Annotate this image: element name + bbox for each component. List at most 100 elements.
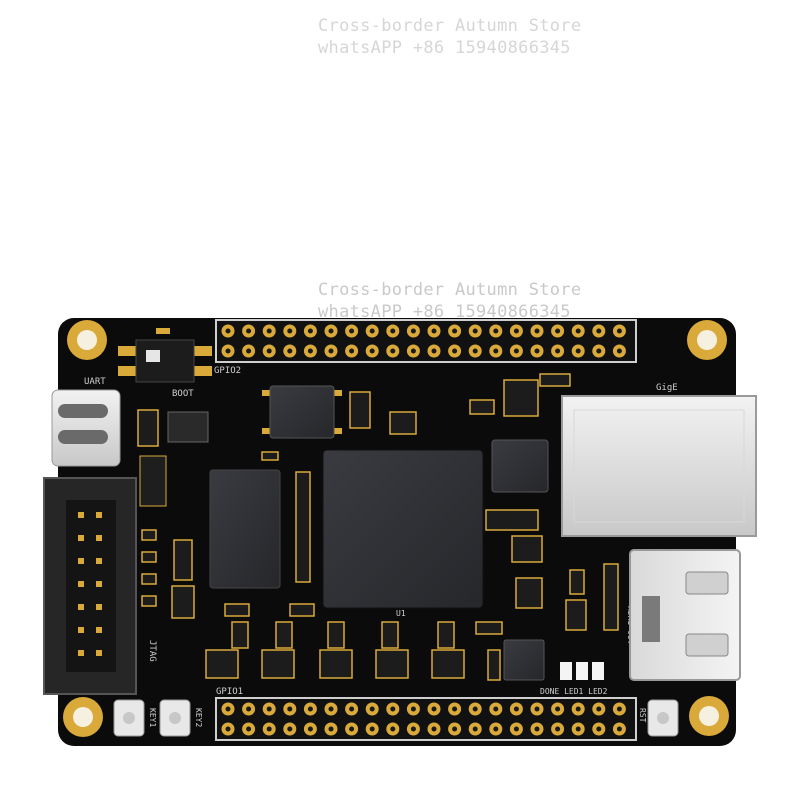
watermark-middle: Cross-border Autumn Store whatsAPP +86 1… bbox=[318, 279, 581, 323]
mounting-holes bbox=[63, 320, 729, 737]
pin-hole bbox=[534, 706, 540, 712]
pin-hole bbox=[328, 348, 334, 354]
rst-button[interactable] bbox=[647, 699, 679, 737]
pin-hole bbox=[431, 348, 437, 354]
pin-hole bbox=[431, 706, 437, 712]
boot-switch[interactable] bbox=[118, 328, 212, 383]
smd-component bbox=[431, 649, 465, 679]
label-rst: RST bbox=[638, 708, 647, 723]
pin-hole bbox=[307, 726, 313, 732]
uart-usb-c-port[interactable] bbox=[51, 389, 121, 467]
watermark-contact: whatsAPP +86 15940866345 bbox=[318, 38, 571, 58]
label-u1: U1 bbox=[396, 609, 406, 618]
jtag-pin bbox=[96, 604, 102, 610]
smd-component bbox=[487, 649, 501, 681]
pin-hole bbox=[472, 706, 478, 712]
pin-hole bbox=[390, 348, 396, 354]
smd-component bbox=[389, 411, 417, 435]
label-gpio2: GPIO2 bbox=[214, 366, 241, 376]
pin-hole bbox=[493, 706, 499, 712]
fpga-chip bbox=[322, 449, 484, 609]
pin-hole bbox=[246, 706, 252, 712]
smd-component bbox=[515, 577, 543, 609]
smd-component bbox=[205, 649, 239, 679]
pin-hole bbox=[596, 726, 602, 732]
pin-hole bbox=[534, 328, 540, 334]
pin-hole bbox=[555, 706, 561, 712]
smd-component bbox=[475, 621, 503, 635]
smd-component bbox=[137, 409, 159, 447]
pin-hole bbox=[534, 726, 540, 732]
label-key1: KEY1 bbox=[148, 708, 157, 727]
pin-hole bbox=[349, 706, 355, 712]
pin-hole bbox=[246, 328, 252, 334]
pin-hole bbox=[287, 706, 293, 712]
pin-hole bbox=[575, 348, 581, 354]
hdmi-out-port[interactable] bbox=[629, 549, 741, 681]
jtag-connector[interactable] bbox=[43, 477, 137, 695]
key2-button[interactable] bbox=[159, 699, 191, 737]
gige-ethernet-port[interactable] bbox=[561, 395, 757, 537]
pin-hole bbox=[349, 328, 355, 334]
pin-hole bbox=[266, 726, 272, 732]
status-leds bbox=[560, 662, 604, 680]
label-done-leds: DONE LED1 LED2 bbox=[540, 687, 608, 696]
pin-hole bbox=[390, 328, 396, 334]
gpio1-header[interactable] bbox=[215, 697, 637, 741]
jtag-pin bbox=[78, 604, 84, 610]
power-chip bbox=[167, 411, 209, 443]
pin-hole bbox=[513, 726, 519, 732]
hdmi-driver-chip bbox=[503, 639, 545, 681]
pin-hole bbox=[390, 726, 396, 732]
pin-hole bbox=[266, 348, 272, 354]
jtag-pin bbox=[96, 581, 102, 587]
smd-component bbox=[437, 621, 455, 649]
smd-component bbox=[224, 603, 250, 617]
smd-component bbox=[503, 379, 539, 417]
pin-hole bbox=[575, 706, 581, 712]
smd-component bbox=[141, 573, 157, 585]
pin-hole bbox=[307, 328, 313, 334]
smd-component bbox=[141, 551, 157, 563]
pin-hole bbox=[225, 706, 231, 712]
pin-hole bbox=[493, 348, 499, 354]
jtag-pin bbox=[78, 558, 84, 564]
pin-hole bbox=[307, 348, 313, 354]
jtag-pin bbox=[78, 512, 84, 518]
label-jtag: JTAG bbox=[147, 640, 157, 662]
jtag-pin bbox=[96, 558, 102, 564]
pin-hole bbox=[452, 348, 458, 354]
pin-hole bbox=[410, 726, 416, 732]
smd-component bbox=[539, 373, 571, 387]
pin-hole bbox=[225, 348, 231, 354]
label-key2: KEY2 bbox=[194, 708, 203, 727]
pin-hole bbox=[410, 706, 416, 712]
smd-component bbox=[261, 451, 279, 461]
pin-hole bbox=[287, 348, 293, 354]
pin-hole bbox=[369, 348, 375, 354]
pin-hole bbox=[369, 726, 375, 732]
smd-component bbox=[603, 563, 619, 631]
watermark-contact: whatsAPP +86 15940866345 bbox=[318, 302, 571, 322]
pin-hole bbox=[513, 348, 519, 354]
pin-hole bbox=[431, 726, 437, 732]
pin-hole bbox=[246, 726, 252, 732]
pin-hole bbox=[555, 348, 561, 354]
pin-hole bbox=[328, 328, 334, 334]
pin-hole bbox=[287, 328, 293, 334]
pin-hole bbox=[410, 348, 416, 354]
pin-hole bbox=[225, 328, 231, 334]
key1-button[interactable] bbox=[113, 699, 145, 737]
pin-hole bbox=[616, 706, 622, 712]
jtag-pin bbox=[96, 627, 102, 633]
pin-hole bbox=[431, 328, 437, 334]
pin-hole bbox=[307, 706, 313, 712]
label-uart: UART bbox=[84, 377, 106, 387]
pin-hole bbox=[246, 348, 252, 354]
gpio2-header[interactable] bbox=[215, 319, 637, 363]
pin-hole bbox=[390, 706, 396, 712]
pin-hole bbox=[596, 706, 602, 712]
watermark-store: Cross-border Autumn Store bbox=[318, 280, 582, 300]
smd-component bbox=[295, 471, 311, 583]
